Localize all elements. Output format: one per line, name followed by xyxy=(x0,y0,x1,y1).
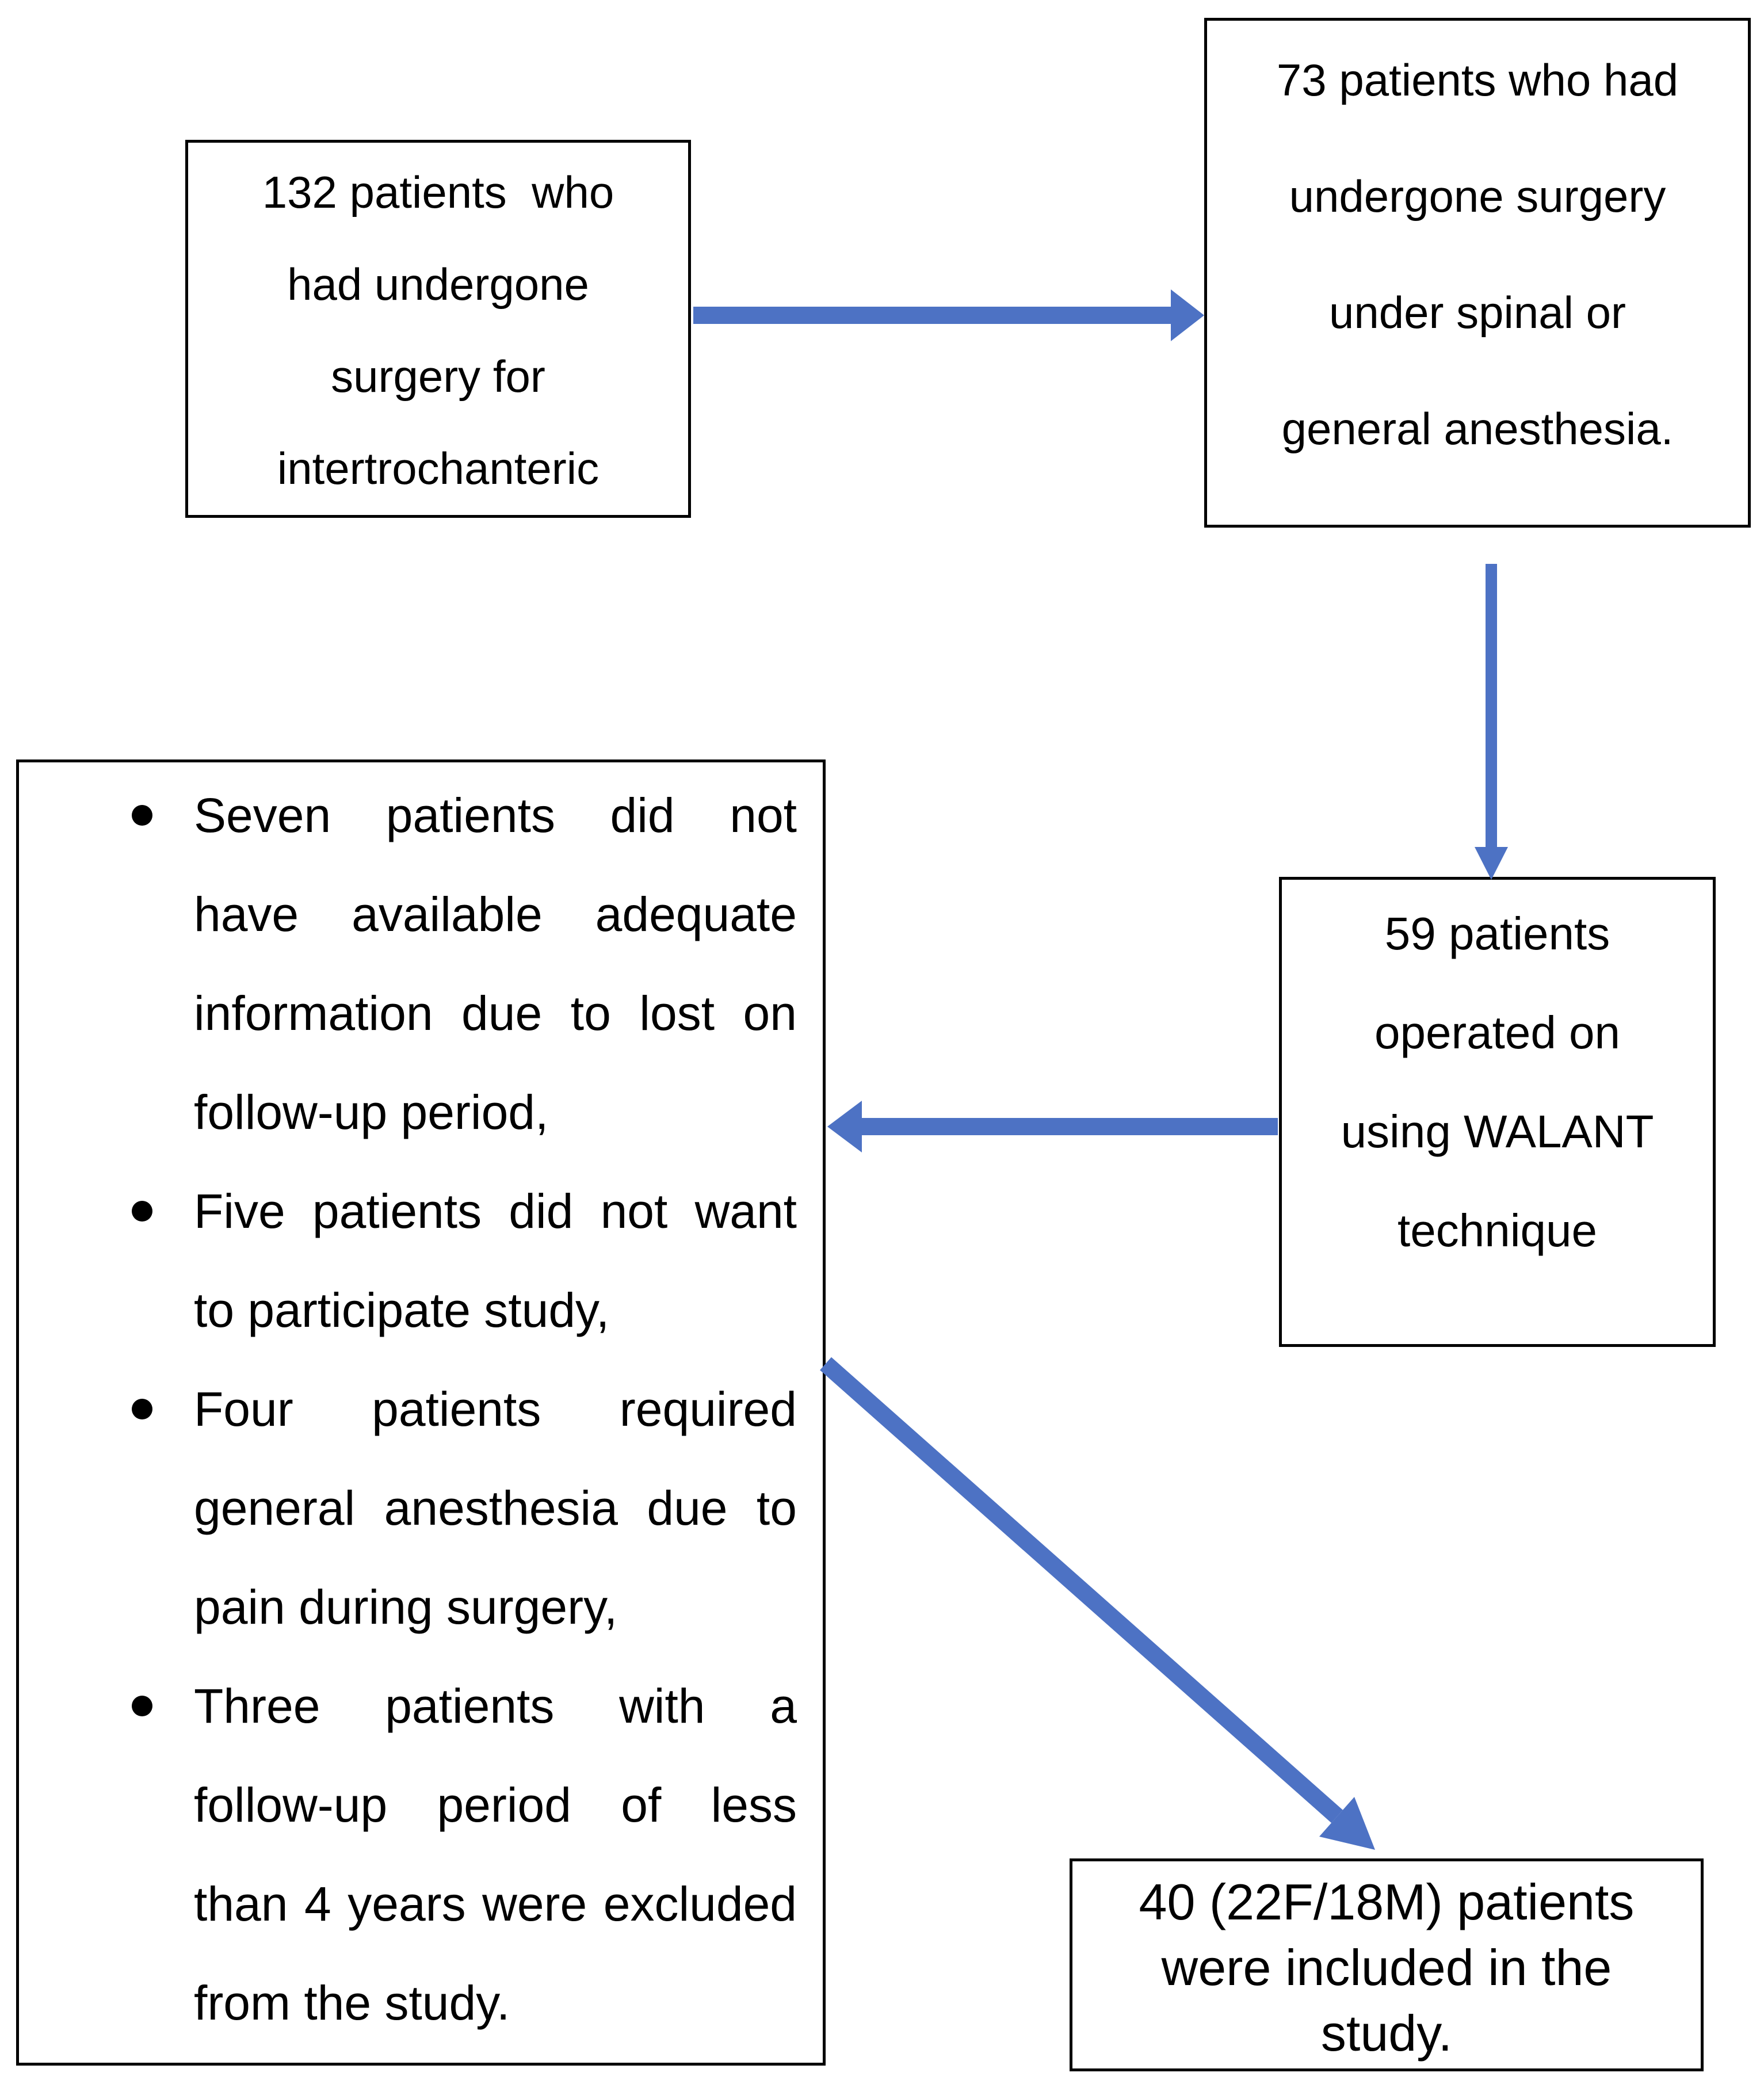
text-line: 73 patients who had xyxy=(1276,55,1679,105)
text-line: Three patients with a xyxy=(194,1679,797,1733)
text-line: pain during surgery, xyxy=(194,1580,618,1634)
text-line: have available adequate xyxy=(194,887,797,941)
text-line: technique xyxy=(1398,1205,1597,1256)
text-line: follow-up period, xyxy=(194,1085,549,1139)
list-item: Three patients with a follow-up period o… xyxy=(132,1656,797,2052)
text-line: 132 patients who xyxy=(262,167,614,217)
text-line: were included in the xyxy=(1161,1939,1612,1996)
text-line: than 4 years were excluded xyxy=(194,1877,797,1931)
box-40-patients-included: 40 (22F/18M) patients were included in t… xyxy=(1070,1858,1704,2071)
bullet-icon xyxy=(132,1399,152,1419)
box-132-patients: 132 patients who had undergone surgery f… xyxy=(185,140,691,518)
bullet-icon xyxy=(132,1201,152,1222)
text-line: under spinal or xyxy=(1329,287,1626,338)
box-59-patients: 59 patients operated on using WALANT tec… xyxy=(1279,877,1716,1347)
bullet-icon xyxy=(132,805,152,826)
text-line: 40 (22F/18M) patients xyxy=(1139,1873,1635,1930)
text-line: surgery for xyxy=(331,351,545,402)
list-item: Four patients required general anesthesi… xyxy=(132,1360,797,1656)
box-73-patients: 73 patients who had undergone surgery un… xyxy=(1204,18,1751,528)
text-line: from the study. xyxy=(194,1976,510,2030)
list-item: Five patients did not want to participat… xyxy=(132,1162,797,1360)
list-item: Seven patients did not have available ad… xyxy=(132,766,797,1162)
text-line: had undergone xyxy=(287,259,589,310)
bullet-icon xyxy=(132,1696,152,1716)
arrow-down-icon xyxy=(1475,564,1508,880)
box-exclusion-criteria: Seven patients did not have available ad… xyxy=(16,759,826,2066)
text-line: information due to lost on xyxy=(194,986,797,1040)
arrow-right-icon xyxy=(693,289,1204,341)
arrow-diagonal-icon xyxy=(820,1357,1375,1850)
text-line: operated on xyxy=(1374,1007,1621,1058)
text-line: undergone surgery xyxy=(1289,171,1666,222)
text-line: Seven patients did not xyxy=(194,788,797,842)
text-line: general anesthesia. xyxy=(1281,403,1674,454)
text-line: using WALANT xyxy=(1341,1106,1654,1157)
text-line: Four patients required xyxy=(194,1382,797,1436)
text-line: general anesthesia due to xyxy=(194,1481,797,1535)
text-line: 59 patients xyxy=(1384,908,1610,959)
text-line: follow-up period of less xyxy=(194,1778,797,1832)
text-line: to participate study, xyxy=(194,1283,610,1337)
text-line: Five patients did not want xyxy=(194,1184,797,1238)
text-line: intertrochanteric xyxy=(277,443,600,494)
arrow-left-icon xyxy=(827,1101,1278,1152)
text-line: study. xyxy=(1320,2005,1453,2062)
